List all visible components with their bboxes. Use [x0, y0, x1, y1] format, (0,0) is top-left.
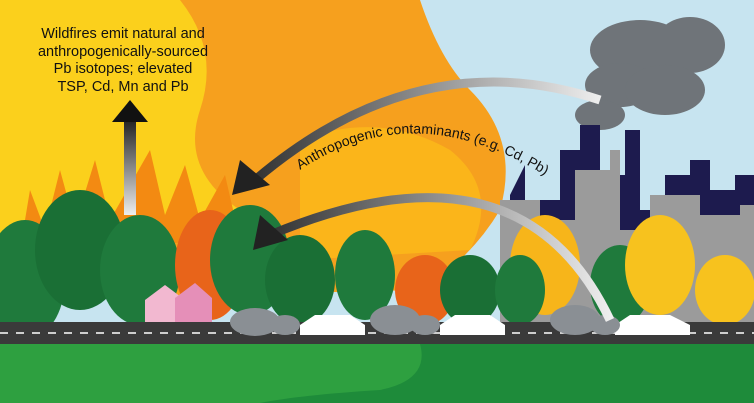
arrowhead-upper [232, 160, 270, 195]
cars [300, 315, 690, 335]
wildfire-arrow-head [112, 100, 148, 122]
houses [145, 283, 212, 325]
fire-glow [300, 127, 482, 260]
smoke-cloud [575, 17, 725, 130]
contaminant-arrow-lower [268, 193, 615, 322]
grass-light [0, 344, 422, 403]
arrowhead-lower [253, 215, 288, 250]
exhaust-smoke [230, 305, 620, 336]
wildfire-label-line: Pb isotopes; elevated [53, 61, 193, 77]
forest [0, 190, 754, 340]
wildfire-label: Wildfires emit natural and anthropogenic… [8, 26, 238, 96]
wildfire-label-line: Wildfires emit natural and [41, 26, 205, 42]
contaminant-arrow-upper [252, 77, 602, 184]
wildfire-label-line: TSP, Cd, Mn and Pb [57, 78, 189, 95]
wildfire-label-line: anthropogenically-sourced [37, 43, 209, 60]
wildfire-arrow-shaft [124, 120, 136, 215]
